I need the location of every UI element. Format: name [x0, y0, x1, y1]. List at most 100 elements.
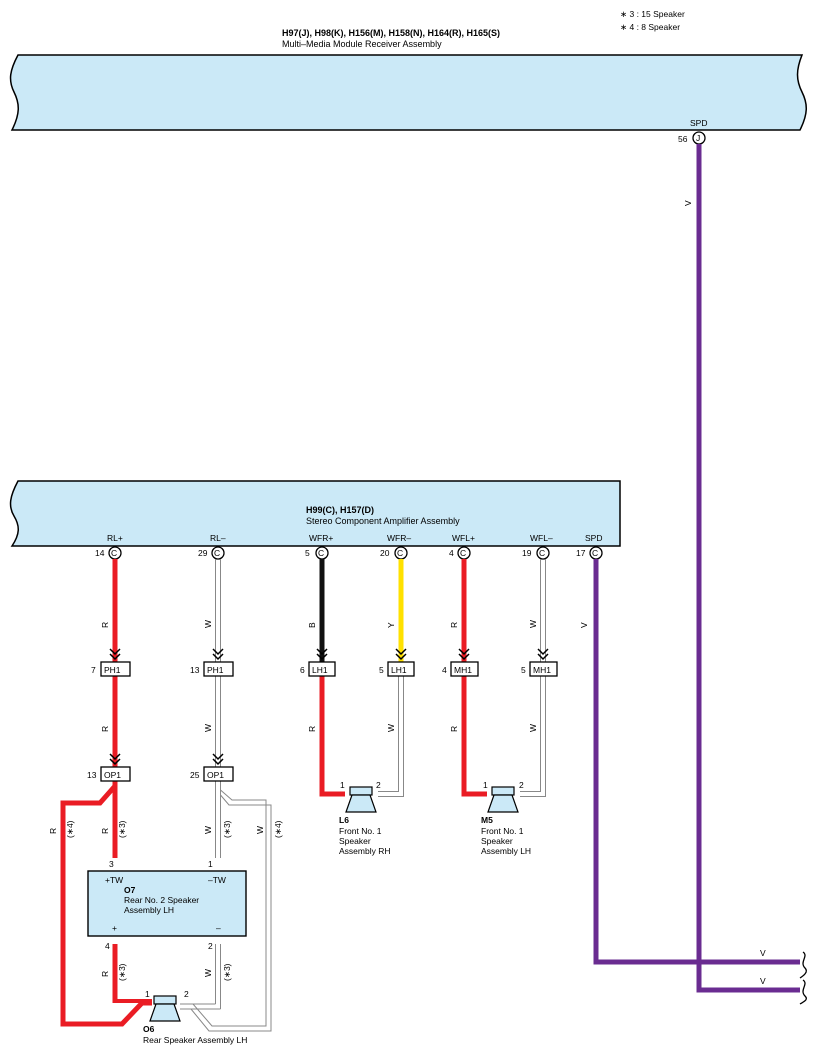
speaker-o6-pin1: 1	[145, 989, 150, 999]
svg-text:OP1: OP1	[207, 770, 224, 780]
connector-op1-13: OP1 13	[87, 766, 131, 782]
amp-pin-rl-minus: RL– 29 C	[198, 533, 226, 560]
receiver-pin-label: SPD	[690, 118, 707, 128]
svg-text:5: 5	[305, 548, 310, 558]
wire-label-w-4: W	[255, 826, 265, 834]
speaker-m5-id: M5	[481, 815, 493, 825]
connector-lh1-5: LH1 5	[379, 661, 415, 677]
svg-text:5: 5	[521, 665, 526, 675]
svg-text:RL+: RL+	[107, 533, 123, 543]
wire-label-r-4: R	[48, 828, 58, 834]
svg-text:C: C	[460, 548, 466, 558]
wire-break-2	[799, 979, 807, 1005]
wire-label-w-1: W	[203, 620, 213, 628]
svg-text:MH1: MH1	[454, 665, 472, 675]
svg-text:WFL–: WFL–	[530, 533, 553, 543]
wire-label-r-1: R	[100, 622, 110, 628]
svg-text:C: C	[111, 548, 117, 558]
receiver-pin-number: 56	[678, 134, 688, 144]
wire-label-r-3: R	[100, 828, 110, 834]
wire-label-w-5: W	[203, 969, 213, 977]
speaker-m5-icon	[487, 786, 519, 813]
speaker-o7-minus: –	[216, 923, 221, 933]
wire-label-w-8: W	[528, 724, 538, 732]
wire-amp-spd	[593, 559, 800, 965]
wire-label-star4-b: (∗4)	[273, 820, 283, 838]
speaker-m5-pin2: 2	[519, 780, 524, 790]
amp-pin-wfl-plus: WFL+ 4 C	[449, 533, 475, 560]
svg-text:WFR–: WFR–	[387, 533, 411, 543]
amplifier-ids: H99(C), H157(D)	[306, 505, 374, 515]
svg-text:C: C	[397, 548, 403, 558]
speaker-m5-line2: Speaker	[481, 836, 513, 846]
speaker-o7-id: O7	[124, 885, 136, 895]
speaker-l6-pin1: 1	[340, 780, 345, 790]
wire-rl-minus	[180, 559, 272, 1032]
connector-ph1-13: PH1 13	[190, 661, 234, 677]
amp-pin-rl-plus: RL+ 14 C	[95, 533, 123, 560]
wire-label-star4-a: (∗4)	[65, 820, 75, 838]
svg-text:29: 29	[198, 548, 208, 558]
speaker-o6-pin2: 2	[184, 989, 189, 999]
amp-pin-wfr-plus: WFR+ 5 C	[305, 533, 333, 560]
wire-label-r-2: R	[100, 726, 110, 732]
svg-text:4: 4	[442, 665, 447, 675]
note-4: ∗ 4 : 8 Speaker	[620, 22, 680, 32]
svg-text:WFR+: WFR+	[309, 533, 333, 543]
speaker-o7-pin1: 1	[208, 859, 213, 869]
svg-text:OP1: OP1	[104, 770, 121, 780]
receiver-name: Multi–Media Module Receiver Assembly	[282, 39, 442, 49]
wire-wfl-plus	[461, 559, 487, 797]
svg-text:6: 6	[300, 665, 305, 675]
speaker-m5-line3: Assembly LH	[481, 846, 531, 856]
wire-label-w-2: W	[203, 724, 213, 732]
wire-label-w-6: W	[386, 724, 396, 732]
note-3: ∗ 3 : 15 Speaker	[620, 9, 685, 19]
amplifier-box	[9, 480, 621, 547]
wire-label-r-6: R	[307, 726, 317, 732]
svg-text:C: C	[214, 548, 220, 558]
svg-text:19: 19	[522, 548, 532, 558]
connector-op1-25: OP1 25	[190, 766, 234, 782]
svg-text:13: 13	[87, 770, 97, 780]
speaker-l6-line1: Front No. 1	[339, 826, 382, 836]
connector-mh1-5: MH1 5	[521, 661, 558, 677]
wire-label-b: B	[307, 622, 317, 628]
speaker-o7-pin4: 4	[105, 941, 110, 951]
wire-label-v-bottom1: V	[760, 948, 766, 958]
speaker-o6-icon	[149, 995, 181, 1022]
speaker-o7-plus: +	[112, 923, 117, 933]
speaker-o7-line1: Rear No. 2 Speaker	[124, 895, 199, 905]
svg-text:WFL+: WFL+	[452, 533, 475, 543]
speaker-l6-icon	[345, 786, 377, 813]
speaker-o7-pin3: 3	[109, 859, 114, 869]
wire-label-w-7: W	[528, 620, 538, 628]
speaker-o7-box	[87, 870, 247, 937]
wire-label-star3-c: (∗3)	[222, 820, 232, 838]
svg-text:LH1: LH1	[312, 665, 328, 675]
svg-text:SPD: SPD	[585, 533, 602, 543]
amplifier-name: Stereo Component Amplifier Assembly	[306, 516, 460, 526]
svg-text:13: 13	[190, 665, 200, 675]
wire-wfr-plus	[319, 559, 345, 797]
wire-receiver-spd	[696, 144, 800, 993]
svg-text:LH1: LH1	[391, 665, 407, 675]
svg-text:C: C	[539, 548, 545, 558]
speaker-o7-pin2: 2	[208, 941, 213, 951]
amp-pin-wfl-minus: WFL– 19 C	[522, 533, 553, 560]
svg-text:C: C	[592, 548, 598, 558]
connector-ph1-7: PH1 7	[91, 661, 131, 677]
speaker-l6-id: L6	[339, 815, 349, 825]
connector-lh1-6: LH1 6	[300, 661, 336, 677]
svg-text:RL–: RL–	[210, 533, 226, 543]
receiver-box	[9, 54, 807, 131]
wire-label-v-receiver: V	[683, 200, 693, 206]
speaker-o7-tw-minus: –TW	[208, 875, 226, 885]
speaker-o7-line2: Assembly LH	[124, 905, 174, 915]
svg-text:25: 25	[190, 770, 200, 780]
wire-label-r-5: R	[100, 971, 110, 977]
svg-text:5: 5	[379, 665, 384, 675]
wire-wfr-minus	[378, 559, 404, 797]
svg-text:14: 14	[95, 548, 105, 558]
